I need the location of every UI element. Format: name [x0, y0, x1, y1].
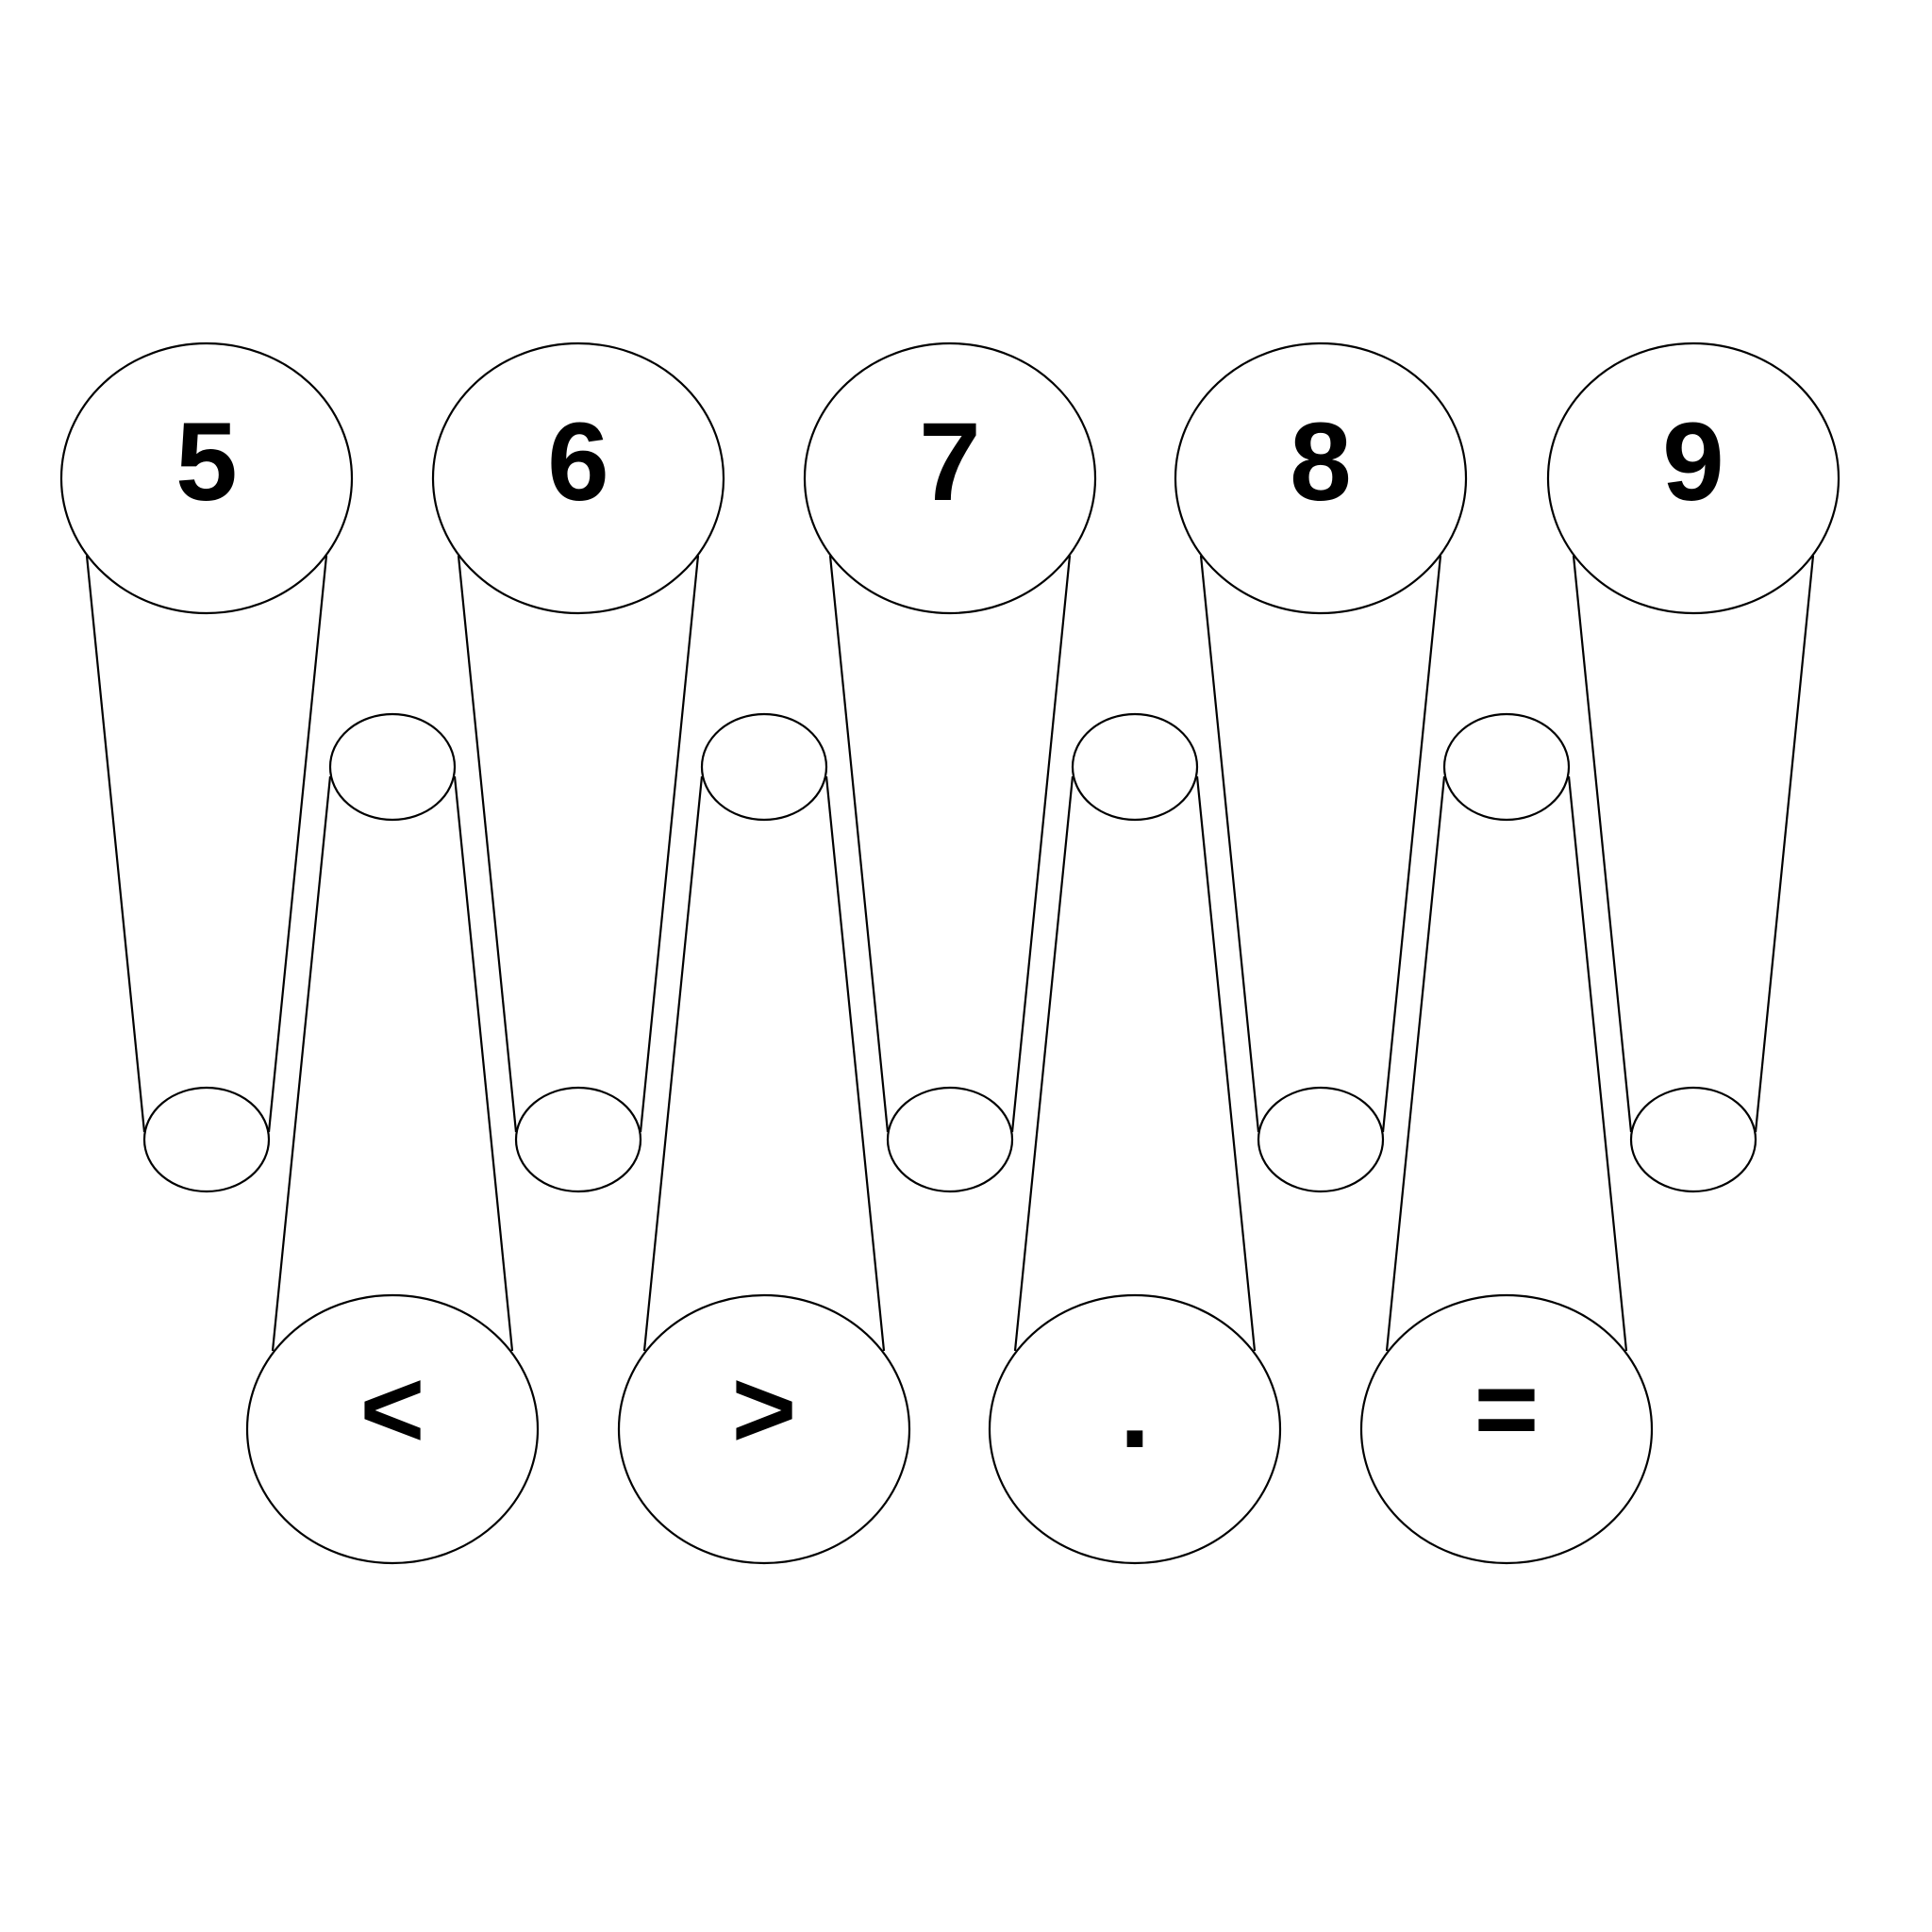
cone-right-edge [453, 775, 514, 1352]
cone-label-8: 8 [1290, 400, 1352, 525]
cone-right-edge [1567, 775, 1628, 1352]
cone-big-end-equals[interactable] [1359, 1293, 1654, 1565]
cone-label-5: 5 [175, 400, 238, 525]
cone-big-end-greater-than[interactable] [617, 1293, 911, 1565]
cone-label-6: 6 [547, 400, 609, 525]
cone-greater-than: > [617, 712, 911, 1565]
cone-small-end [1071, 712, 1199, 822]
cone-left-edge [457, 555, 518, 1133]
cone-small-end [1442, 712, 1571, 822]
operator-cones-row: < >. = [245, 712, 1654, 1565]
cone-right-edge [1010, 555, 1072, 1133]
cone-small-end [1257, 1086, 1385, 1193]
digit-cones-row: 5 6 7 8 9 [59, 341, 1840, 1193]
cone-equals: = [1359, 712, 1654, 1565]
cone-5: 5 [59, 341, 354, 1193]
cone-label-greater-than: > [732, 1347, 797, 1472]
cone-right-edge [267, 555, 328, 1133]
cone-right-edge [824, 775, 886, 1352]
cone-big-end-5[interactable] [59, 341, 354, 615]
cone-less-than: < [245, 712, 540, 1565]
cone-label-less-than: < [360, 1347, 425, 1472]
cone-right-edge [639, 555, 700, 1133]
cone-right-edge [1195, 775, 1257, 1352]
cone-big-end-7[interactable] [803, 341, 1097, 615]
cone-9: 9 [1546, 341, 1840, 1193]
cone-label-dot: . [1120, 1347, 1151, 1472]
cone-big-end-6[interactable] [431, 341, 725, 615]
cone-left-edge [271, 775, 332, 1352]
cone-big-end-8[interactable] [1174, 341, 1468, 615]
cone-left-edge [85, 555, 146, 1133]
cone-7: 7 [803, 341, 1097, 1193]
cone-big-end-less-than[interactable] [245, 1293, 540, 1565]
cone-small-end [886, 1086, 1014, 1193]
cone-dot: . [988, 712, 1282, 1565]
cone-left-edge [1385, 775, 1446, 1352]
cone-small-end [514, 1086, 642, 1193]
cone-small-end [700, 712, 828, 822]
cone-big-end-dot[interactable] [988, 1293, 1282, 1565]
cone-left-edge [1013, 775, 1074, 1352]
cone-big-end-9[interactable] [1546, 341, 1840, 615]
cone-8: 8 [1174, 341, 1468, 1193]
cone-left-edge [642, 775, 704, 1352]
cone-small-end [328, 712, 457, 822]
cone-label-7: 7 [919, 400, 981, 525]
cone-left-edge [828, 555, 890, 1133]
cone-right-edge [1381, 555, 1442, 1133]
cone-left-edge [1199, 555, 1260, 1133]
cone-label-9: 9 [1662, 400, 1724, 525]
cone-small-end [142, 1086, 271, 1193]
cone-left-edge [1572, 555, 1633, 1133]
cone-label-equals: = [1474, 1347, 1540, 1472]
cone-small-end [1629, 1086, 1757, 1193]
cone-right-edge [1754, 555, 1815, 1133]
cone-6: 6 [431, 341, 725, 1193]
